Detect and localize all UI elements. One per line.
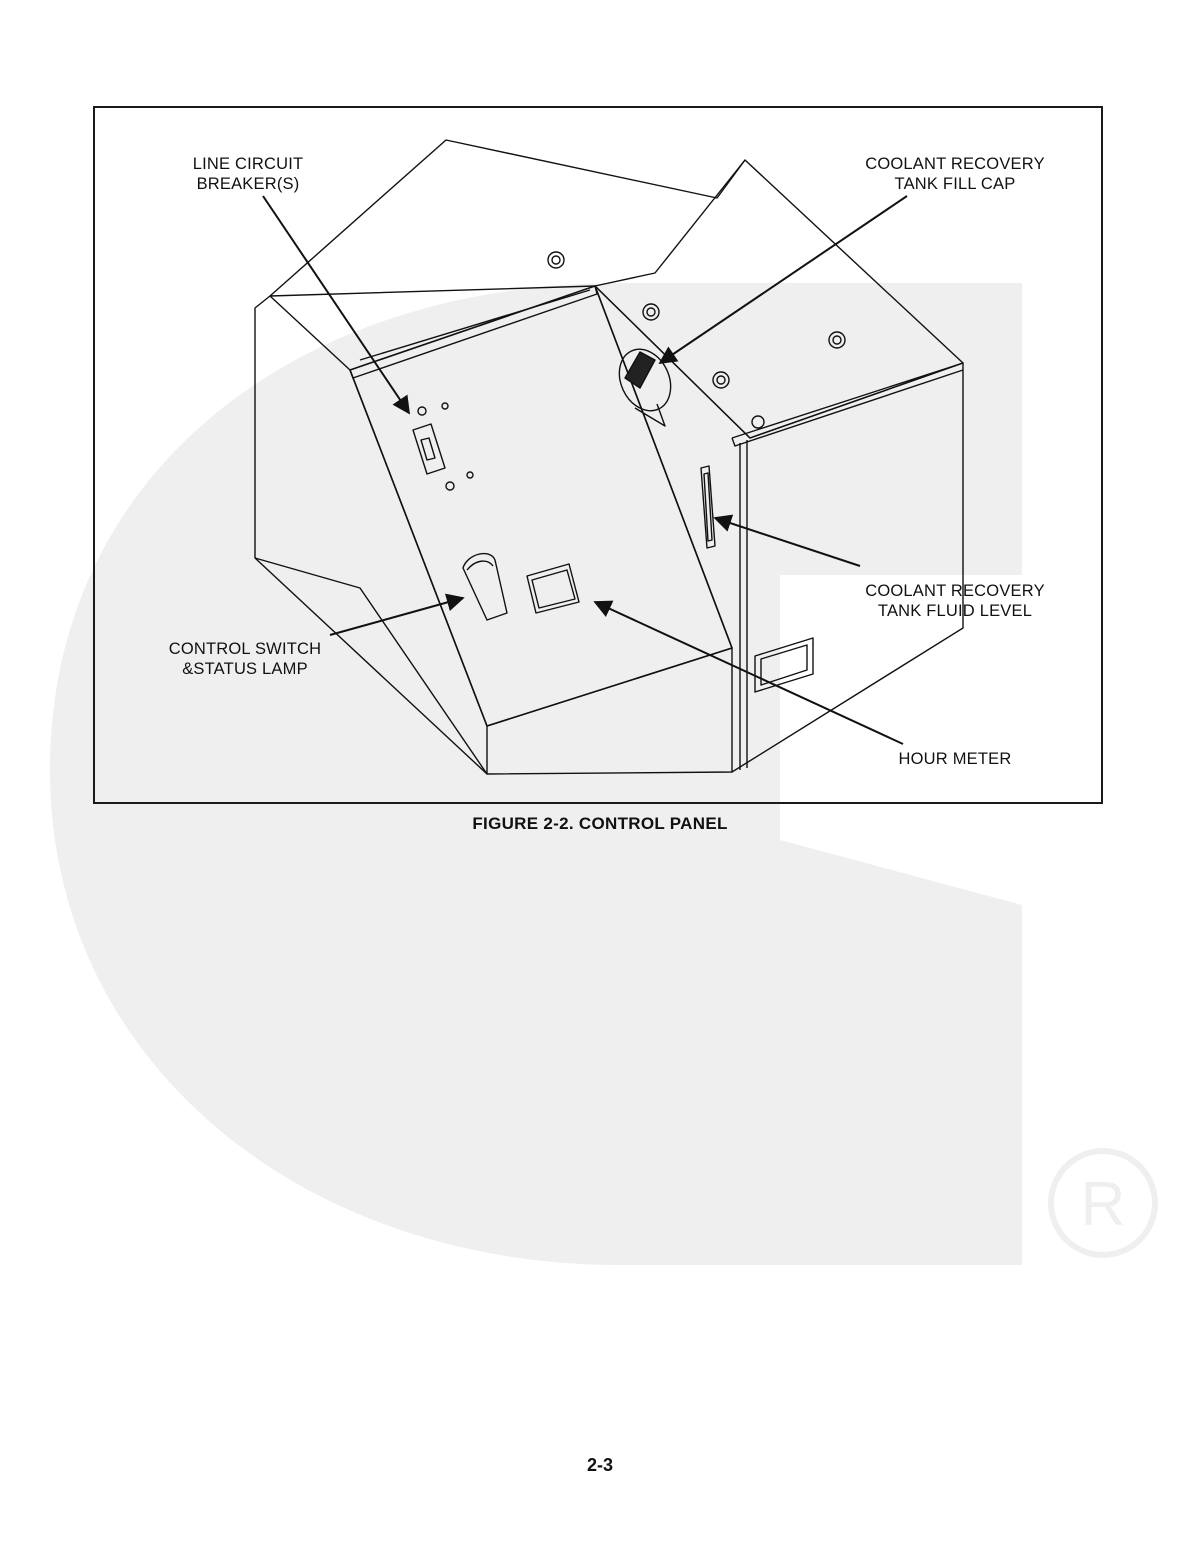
svg-text:R: R [1081, 1170, 1126, 1239]
callout-control-switch-line1: CONTROL SWITCH [168, 640, 322, 658]
callout-hour-meter-line1: HOUR METER [898, 750, 1012, 768]
callout-line-circuit-breaker-line2: BREAKER(S) [196, 175, 300, 193]
callout-coolant-fill-cap-line2: TANK FILL CAP [894, 175, 1016, 193]
figure-frame: LINE CIRCUIT BREAKER(S) COOLANT RECOVERY… [93, 106, 1103, 804]
callout-coolant-fill-cap: COOLANT RECOVERY TANK FILL CAP [850, 154, 1060, 194]
callout-control-switch: CONTROL SWITCH &STATUS LAMP [155, 639, 335, 679]
figure-caption: FIGURE 2-2. CONTROL PANEL [472, 814, 728, 833]
callout-coolant-fill-cap-line1: COOLANT RECOVERY [865, 155, 1045, 173]
page-number: 2-3 [586, 1455, 613, 1475]
callout-hour-meter: HOUR METER [885, 749, 1025, 769]
callout-line-circuit-breaker: LINE CIRCUIT BREAKER(S) [173, 154, 323, 194]
callout-line-circuit-breaker-line1: LINE CIRCUIT [192, 155, 304, 173]
callout-coolant-fluid-level: COOLANT RECOVERY TANK FLUID LEVEL [850, 581, 1060, 621]
callout-coolant-fluid-level-line2: TANK FLUID LEVEL [877, 602, 1033, 620]
control-panel-drawing [254, 139, 964, 775]
callout-coolant-fluid-level-line1: COOLANT RECOVERY [865, 582, 1045, 600]
callout-control-switch-line2: &STATUS LAMP [182, 660, 308, 678]
